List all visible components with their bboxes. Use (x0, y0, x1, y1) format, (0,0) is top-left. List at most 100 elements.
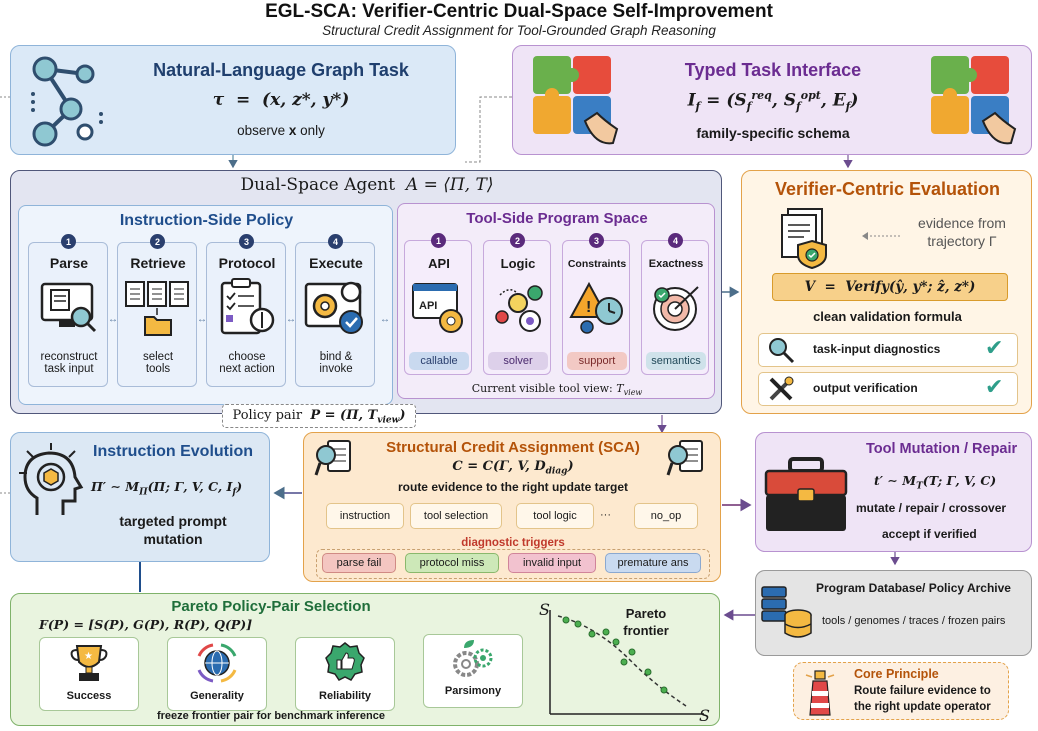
document-shield-icon (781, 208, 827, 270)
objective-card-parsimony: Parsimony (423, 634, 523, 708)
pareto-formula: F(P) = [S(P), G(P), R(P), Q(P)] (39, 617, 253, 632)
update-target-chip: instruction (326, 503, 404, 529)
objective-card-reliability: Reliability (295, 637, 395, 711)
objective-label: Success (66, 690, 112, 702)
dual-agent-title: Dual-Space Agent A = ⟨Π, T⟩ (240, 175, 494, 195)
dotted-arrow (862, 232, 900, 240)
policy-pair-label: Policy pair P = (Π, Tview) (222, 404, 416, 428)
step-desc: choose next action (219, 351, 275, 375)
nl-graph-task-panel: Natural-Language Graph Task τ = (x, z*, … (10, 45, 456, 155)
step-number-badge: 2 (150, 234, 165, 249)
clipboard-checklist-icon (220, 278, 275, 335)
typed-task-interface-panel: Typed Task Interface If = (Sfreq, Sfopt,… (512, 45, 1032, 155)
tool-mutation-formula: t′ ∼ MT(T; Γ, V, C) (874, 473, 997, 492)
brain-gears-icon (495, 285, 543, 332)
update-target-chip: no_op (634, 503, 698, 529)
diagnostic-triggers-label: diagnostic triggers (461, 537, 565, 549)
page-subtitle: Structural Credit Assignment for Tool-Gr… (322, 23, 716, 38)
sca-title: Structural Credit Assignment (SCA) (386, 439, 640, 456)
step-card-protocol: 3 Protocol choose next action (206, 234, 286, 387)
tool-view-label: Current visible tool view: Tview (471, 382, 643, 398)
trigger-chip: protocol miss (405, 553, 499, 573)
step-connector: ↔ (108, 314, 118, 325)
tool-card-constraints: 3 Constraints ! support (562, 233, 630, 375)
evidence-text-line2: trajectory Γ (927, 233, 997, 249)
pareto-panel: Pareto Policy-Pair Selection F(P) = [S(P… (10, 593, 720, 726)
step-desc: bind & invoke (319, 351, 353, 375)
page-title: EGL-SCA: Verifier-Centric Dual-Space Sel… (265, 1, 773, 22)
tool-number-badge: 3 (589, 233, 604, 248)
check-row-output: output verification ✔ (758, 372, 1018, 406)
target-gear-icon (653, 286, 699, 331)
step-card-parse: 1 Parse reconstruct task input (28, 234, 108, 387)
program-db-title: Program Database/ Policy Archive (816, 581, 1011, 595)
verify-formula-box: V = Verify(ŷ, y*; ẑ, z*) (772, 273, 1008, 301)
tool-mutation-line2: accept if verified (882, 527, 977, 541)
thumbs-up-badge-icon (325, 642, 365, 681)
update-target-ellipsis: ··· (600, 509, 611, 521)
tool-mutation-title: Tool Mutation / Repair (866, 441, 1018, 457)
step-desc: select tools (142, 351, 174, 375)
tool-card-chip: callable (409, 352, 469, 370)
sca-panel: Structural Credit Assignment (SCA) C = C… (303, 432, 721, 582)
step-name: Retrieve (130, 255, 186, 271)
frontier-point (562, 616, 570, 624)
frontier-point (628, 648, 636, 656)
step-number-badge: 1 (61, 234, 76, 249)
objective-label: Reliability (319, 690, 371, 702)
step-card-retrieve: 2 Retrieve select tools (117, 234, 197, 387)
objective-label: Generality (190, 690, 244, 702)
step-connector: ↔ (380, 314, 390, 325)
check-label: output verification (813, 381, 918, 395)
magnifier-icon (769, 338, 795, 364)
step-connector: ↔ (197, 314, 207, 325)
diagnostic-triggers-row (316, 549, 710, 579)
pareto-title: Pareto Policy-Pair Selection (171, 598, 371, 615)
warning-clock-icon: ! (569, 281, 623, 334)
sca-subtitle: route evidence to the right update targe… (397, 480, 629, 494)
frontier-point (620, 658, 628, 666)
magnifier-list-icon (666, 440, 703, 476)
step-desc: reconstruct task input (40, 351, 98, 375)
gears-check-icon (304, 281, 363, 334)
tool-mutation-line1: mutate / repair / crossover (856, 501, 1007, 515)
step-card-execute: 4 Execute bind & invoke (295, 234, 375, 387)
verifier-title: Verifier-Centric Evaluation (774, 179, 1001, 199)
objective-label: Parsimony (444, 685, 502, 697)
monitor-code-icon (40, 282, 97, 333)
instruction-evolution-note-2: mutation (143, 531, 203, 547)
tool-card-name: API (428, 256, 450, 271)
tool-card-name: Logic (500, 256, 536, 271)
core-principle-line1: Route failure evidence to (854, 685, 991, 697)
typed-interface-note: family-specific schema (696, 125, 850, 141)
database-server-icon (761, 586, 812, 638)
puzzle-hand-icon (931, 56, 1017, 145)
instruction-policy-title: Instruction-Side Policy (119, 212, 294, 229)
documents-folder-icon (125, 281, 189, 336)
nl-task-formula: τ = (x, z*, y*) (212, 90, 350, 110)
globe-arrows-icon (197, 643, 237, 683)
objective-card-generality: Generality (167, 637, 267, 711)
tool-card-exactness: 4 Exactness semantics (641, 233, 709, 375)
head-cube-icon (19, 443, 84, 515)
trigger-chip: parse fail (322, 553, 396, 573)
svg-text:!: ! (586, 299, 591, 316)
pareto-footer: freeze frontier pair for benchmark infer… (156, 710, 385, 722)
instruction-evolution-formula: Π′ ∼ MΠ(Π; Γ, V, C, If) (91, 479, 243, 498)
puzzle-hand-icon (533, 56, 619, 145)
frontier-point (602, 628, 610, 636)
frontier-point (660, 686, 668, 694)
instruction-evolution-note-1: targeted prompt (119, 513, 227, 529)
graph-network-icon (31, 56, 103, 147)
pareto-axis-x: S (699, 706, 710, 725)
sca-formula: C = C(Γ, V, Ddiag) (452, 459, 574, 477)
tool-card-logic: 2 Logic solver (483, 233, 551, 375)
nl-task-title: Natural-Language Graph Task (153, 60, 409, 80)
tool-space-title: Tool-Side Program Space (466, 210, 648, 227)
tool-card-chip: solver (488, 352, 548, 370)
frontier-point (612, 638, 620, 646)
update-target-chip: tool selection (410, 503, 502, 529)
verifier-note: clean validation formula (813, 309, 962, 324)
step-name: Parse (49, 255, 89, 271)
